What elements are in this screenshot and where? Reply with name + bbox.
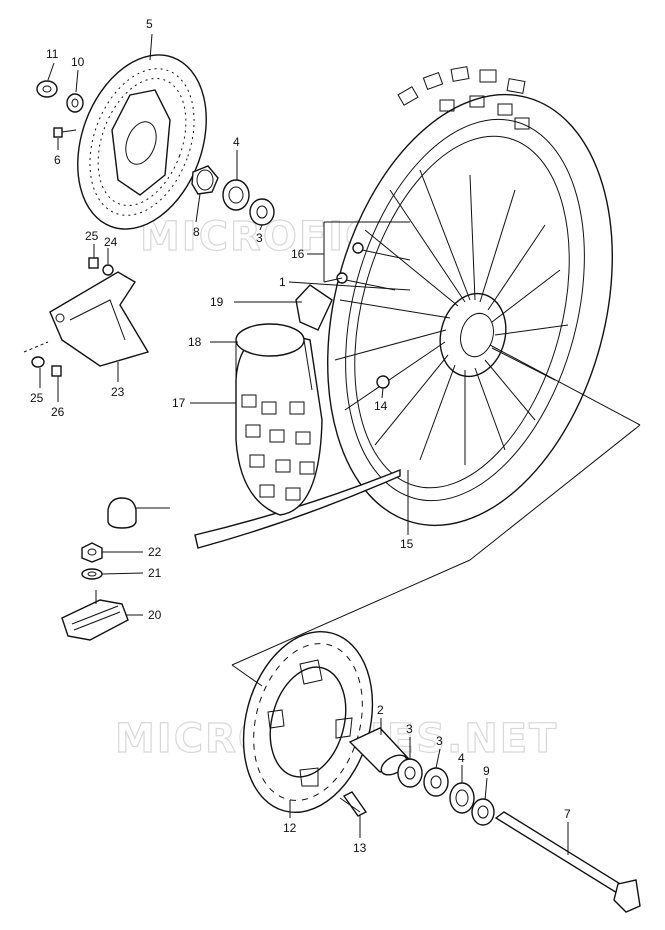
bearing-3-upper — [249, 198, 275, 226]
callout-16: 16 — [291, 247, 305, 261]
callout-24-upper: 24 — [104, 235, 118, 249]
callout-24-lower: 25 — [30, 391, 44, 405]
callout-3-lower-a: 3 — [406, 722, 413, 736]
sprocket-12 — [242, 630, 374, 814]
callout-13: 13 — [353, 841, 367, 855]
rim-lock-20 — [61, 590, 129, 641]
callout-17: 17 — [172, 396, 186, 410]
callout-6: 6 — [54, 153, 61, 167]
washer-21 — [81, 568, 103, 580]
callout-20: 20 — [148, 608, 162, 622]
callout-labels: 5 11 10 6 4 8 3 25 24 23 25 26 16 1 19 1… — [30, 17, 571, 855]
axle-7 — [494, 811, 641, 913]
rear-wheel — [194, 66, 613, 549]
callout-3-lower-b: 3 — [436, 734, 443, 748]
callout-9: 9 — [483, 764, 490, 778]
callout-2: 2 — [377, 703, 384, 717]
bolt-25-upper — [88, 257, 114, 276]
rim-lock-cap-26 — [107, 497, 137, 529]
nipple-14 — [376, 375, 390, 389]
tube-17 — [235, 329, 323, 516]
callout-1: 1 — [279, 275, 286, 289]
bolt-13 — [339, 791, 368, 817]
callout-18: 18 — [188, 335, 202, 349]
callout-12: 12 — [283, 821, 297, 835]
callout-3-upper: 3 — [256, 231, 263, 245]
rim-tape-18 — [235, 323, 313, 391]
callout-11: 11 — [46, 47, 59, 61]
callout-15: 15 — [400, 537, 414, 551]
callout-7: 7 — [564, 807, 571, 821]
callout-23: 23 — [111, 385, 125, 399]
callout-5: 5 — [146, 17, 153, 31]
bearing-3-lower-b — [423, 767, 449, 797]
bolt-6 — [53, 127, 77, 138]
bolt-25-lower — [31, 356, 62, 377]
explode-lines — [231, 344, 641, 687]
washer-10 — [66, 93, 84, 113]
callout-4-upper: 4 — [233, 135, 240, 149]
nut-11 — [36, 80, 58, 98]
leader-lines — [39, 33, 569, 855]
tube-protector-19 — [295, 284, 333, 331]
callout-8: 8 — [193, 225, 200, 239]
callout-14: 14 — [374, 399, 388, 413]
oil-seal-4-upper — [222, 179, 250, 211]
callout-21: 21 — [148, 566, 162, 580]
callout-4-lower: 4 — [458, 751, 465, 765]
callout-10: 10 — [71, 55, 85, 69]
nut-22 — [81, 542, 103, 563]
oil-seal-4-lower — [449, 782, 475, 814]
brake-disc — [77, 54, 207, 230]
callout-25-upper: 25 — [85, 229, 99, 243]
callout-19: 19 — [210, 295, 224, 309]
bearing-3-lower-a — [397, 758, 423, 788]
disc-cover-23 — [49, 271, 150, 367]
callout-25-lower: 26 — [51, 405, 65, 419]
callout-22: 22 — [148, 545, 162, 559]
collar-8 — [191, 165, 219, 195]
collar-9 — [471, 798, 495, 826]
